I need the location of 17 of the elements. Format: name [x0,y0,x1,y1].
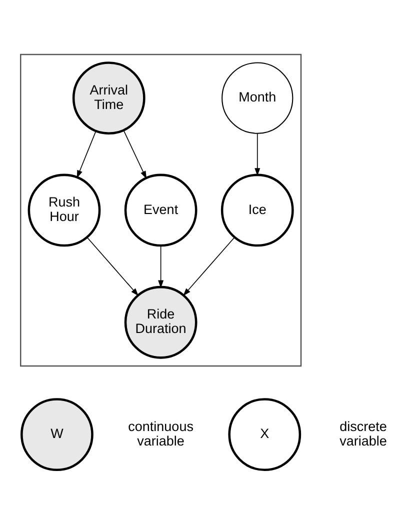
node-circle: Ride Duration [124,286,198,359]
arrow [123,130,147,179]
arrow [76,130,96,178]
node-label: discrete variable [340,418,387,448]
arrow [183,236,235,296]
node-circle: X [228,398,302,471]
node-circle: Ice [220,174,294,247]
node-circle: W [20,398,94,471]
node-circle: Event [124,174,198,247]
node-circle: Month [222,62,294,134]
node-label: continuous variable [128,418,194,448]
node-circle: Arrival Time [72,62,146,135]
arrow [254,133,260,176]
cluster [20,54,302,367]
arrow [158,245,164,288]
node-circle: Rush Hour [28,174,101,247]
arrow [86,236,139,296]
